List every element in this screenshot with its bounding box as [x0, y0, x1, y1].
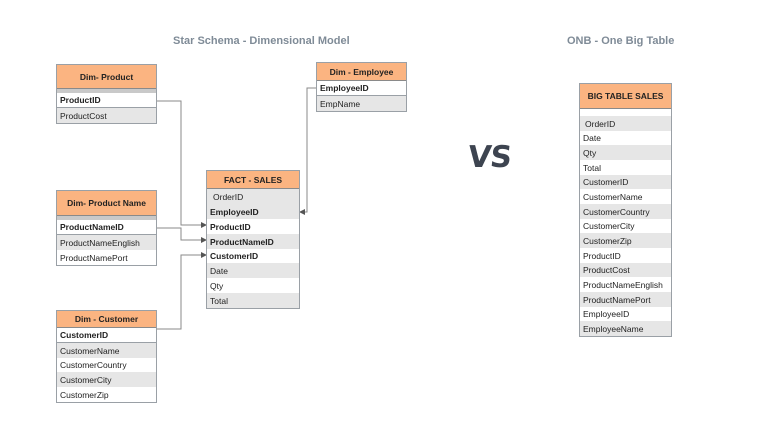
table-row: CustomerCountry	[580, 204, 671, 219]
table-row: OrderID	[207, 189, 299, 204]
table-dim-product-name[interactable]: Dim- Product Name ProductNameID ProductN…	[56, 190, 157, 266]
table-row: CustomerID	[57, 328, 156, 343]
onb-heading: ONB - One Big Table	[567, 35, 675, 47]
table-row: ProductCost	[57, 108, 156, 123]
table-row: EmployeeID	[207, 204, 299, 219]
table-row: Date	[583, 133, 601, 143]
table-row: Qty	[210, 280, 224, 291]
table-row: ProductNamePort	[580, 292, 671, 307]
table-fact-sales[interactable]: FACT - SALES OrderID EmployeeID ProductI…	[206, 170, 300, 309]
table-row: CustomerID	[580, 175, 671, 189]
header-band	[57, 216, 156, 220]
table-header: FACT - SALES	[207, 171, 299, 189]
connector-product-to-fact	[157, 100, 207, 228]
table-header: BIG TABLE SALES	[580, 84, 671, 109]
table-row: EmployeeID	[317, 81, 406, 96]
table-header: Dim - Customer	[57, 311, 156, 328]
table-row: ProductNameEnglish	[583, 279, 663, 290]
table-row: Date	[207, 263, 299, 278]
table-dim-product[interactable]: Dim- Product ProductID ProductCost	[56, 64, 157, 124]
table-header: Dim- Product Name	[57, 191, 156, 216]
table-row: CustomerName	[583, 191, 643, 202]
table-row: ProductID	[210, 221, 251, 232]
connector-employee-to-fact	[299, 87, 316, 215]
table-row: CustomerCountry	[60, 360, 127, 370]
table-row: ProductID	[57, 93, 156, 108]
table-row: CustomerCity	[57, 372, 156, 387]
table-row: EmployeeID	[583, 309, 630, 319]
header-band	[580, 109, 671, 116]
table-row: CustomerZip	[60, 389, 109, 400]
table-row: Qty	[580, 145, 671, 160]
connector-customer-to-fact	[157, 252, 207, 330]
table-row: CustomerCity	[583, 221, 635, 231]
table-row: ProductID	[583, 250, 621, 261]
table-row: EmpName	[317, 96, 406, 111]
table-row: ProductNameID	[57, 220, 156, 235]
table-row: EmployeeName	[580, 321, 671, 336]
table-row: ProductNameEnglish	[57, 235, 156, 250]
table-row: ProductCost	[580, 263, 671, 277]
table-row: Total	[583, 162, 601, 173]
table-big-table-sales[interactable]: BIG TABLE SALES OrderID Date Qty Total C…	[579, 83, 672, 337]
connector-productname-to-fact	[157, 227, 207, 243]
table-row: CustomerID	[210, 251, 259, 261]
table-row: ProductNameID	[207, 234, 299, 249]
table-row: CustomerName	[57, 343, 156, 358]
table-header: Dim - Employee	[317, 63, 406, 81]
table-row: ProductNamePort	[60, 252, 128, 263]
star-schema-heading: Star Schema - Dimensional Model	[173, 35, 350, 47]
table-row: CustomerZip	[580, 233, 671, 248]
table-dim-customer[interactable]: Dim - Customer CustomerID CustomerName C…	[56, 310, 157, 403]
table-header: Dim- Product	[57, 65, 156, 89]
table-dim-employee[interactable]: Dim - Employee EmployeeID EmpName	[316, 62, 407, 112]
table-row: OrderID	[580, 116, 671, 131]
header-band	[57, 89, 156, 93]
table-row: Total	[207, 293, 299, 308]
